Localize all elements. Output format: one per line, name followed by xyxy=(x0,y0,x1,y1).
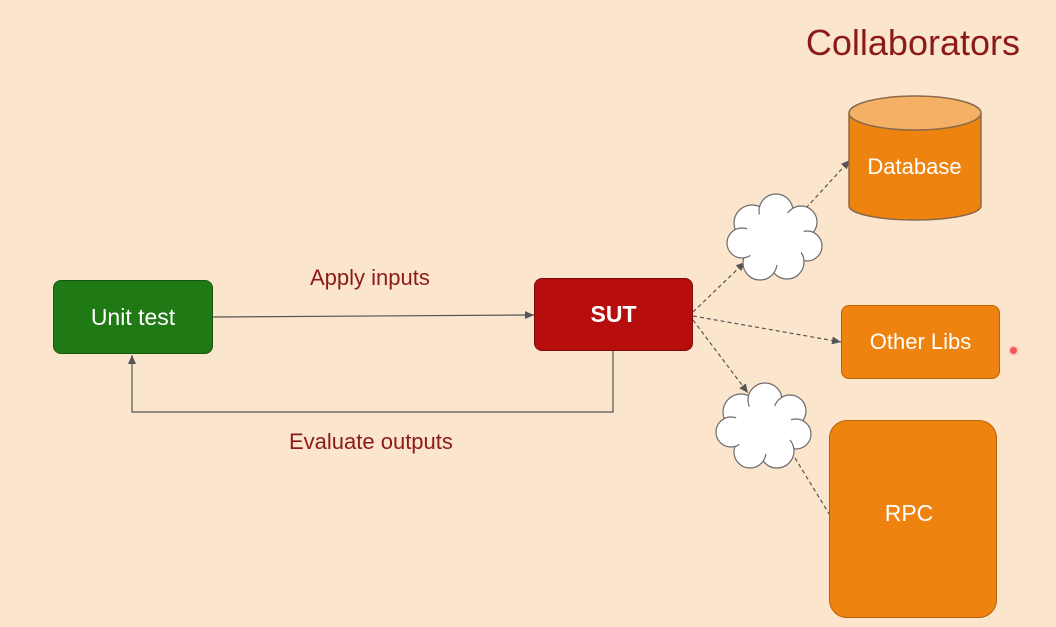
other-libs-node: Other Libs xyxy=(841,305,1000,379)
sut-to-cloud-top-line xyxy=(692,261,746,313)
evaluate-outputs-label: Evaluate outputs xyxy=(289,429,453,454)
apply-inputs-arrow xyxy=(212,311,535,320)
rpc-node-frame xyxy=(829,420,997,618)
database-cylinder xyxy=(848,95,982,221)
cloud-top-to-database-line xyxy=(805,159,851,209)
sut-to-other-libs-line xyxy=(692,315,842,345)
unit-test-node: Unit test xyxy=(53,280,213,354)
laser-pointer-icon xyxy=(1010,347,1017,354)
database-label: Database xyxy=(867,154,962,179)
sut-node: SUT xyxy=(534,278,693,351)
cloud-icon xyxy=(726,193,823,281)
slide-title: Collaborators xyxy=(805,22,1020,63)
apply-inputs-label: Apply inputs xyxy=(310,265,430,290)
cloud-icon xyxy=(715,382,812,469)
rpc-label: RPC xyxy=(884,500,934,526)
evaluate-outputs-arrow xyxy=(128,351,614,413)
sut-to-cloud-bottom-line xyxy=(692,319,749,394)
